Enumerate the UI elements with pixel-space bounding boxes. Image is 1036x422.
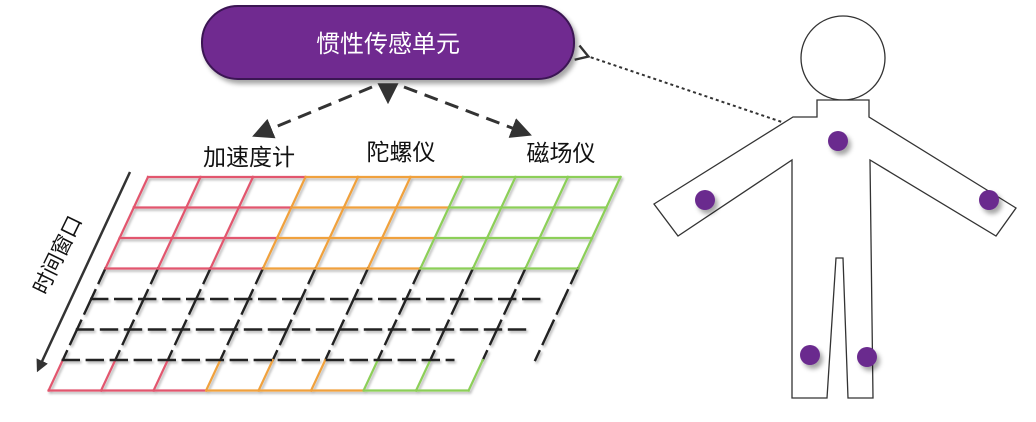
grid-vline: [337, 297, 356, 332]
grid-vline: [113, 327, 132, 362]
grid-vline: [75, 297, 93, 332]
grid-vline: [261, 236, 279, 270]
grid-vline: [562, 266, 580, 301]
grid-vline: [132, 175, 150, 209]
grid-vline: [223, 206, 241, 240]
sensor-dot-right-wrist: [979, 190, 999, 210]
title-pill: [201, 5, 575, 80]
grid-vline: [418, 236, 437, 270]
grid-vline: [362, 358, 380, 392]
grid-vline: [275, 206, 293, 240]
sensor-dot-left-wrist: [695, 190, 715, 210]
grid-vline: [313, 236, 332, 270]
grid-vline: [376, 327, 394, 362]
grid-vline: [590, 206, 608, 240]
grid-vline: [404, 266, 422, 301]
grid-vline: [538, 206, 556, 240]
sensor-dot-right-ankle: [857, 347, 877, 367]
grid-vline: [495, 297, 513, 332]
grid-vline: [299, 266, 317, 301]
grid-vline: [576, 236, 594, 270]
grid-vline: [457, 266, 475, 301]
grid-vline: [380, 206, 398, 240]
grid-vline: [442, 297, 461, 332]
grid-vline: [471, 236, 489, 270]
grid-vline: [352, 266, 370, 301]
grid-vline: [232, 297, 251, 332]
sensor-label-gyroscope: 陀螺仪: [367, 140, 436, 166]
grid-vline: [208, 236, 227, 270]
grid-vline: [447, 175, 465, 209]
grid-vline: [366, 236, 384, 270]
grid-vline: [118, 206, 136, 240]
grid-vline: [509, 266, 527, 301]
grid-vline: [257, 358, 275, 392]
grid-vline: [194, 266, 212, 301]
arrow-to-magnetometer: [403, 85, 532, 138]
grid-vline: [414, 358, 432, 392]
grid-vline: [237, 175, 255, 209]
grid-vline: [309, 358, 327, 392]
sensor-dot-left-ankle: [800, 345, 820, 365]
grid-vline: [433, 206, 451, 240]
sensor-dot-chest: [828, 131, 848, 151]
grid-vline: [142, 266, 160, 301]
grid-vline: [180, 297, 198, 332]
grid-vline: [247, 266, 265, 301]
grid-vline: [394, 175, 412, 209]
grid-vline: [170, 206, 188, 240]
grid-vline: [390, 297, 408, 332]
grid-vline: [204, 358, 222, 392]
sensor-data-grid: [47, 175, 622, 392]
time-axis-arrow: [36, 171, 132, 373]
grid-vline: [103, 236, 122, 270]
grid-vline: [184, 175, 202, 209]
grid-vline: [467, 358, 485, 392]
grid-vline: [89, 266, 107, 301]
grid-vline: [166, 327, 184, 362]
grid-vline: [552, 175, 570, 209]
grid-vline: [342, 175, 360, 209]
grid-vline: [99, 358, 117, 392]
grid-vline: [485, 206, 503, 240]
grid-vline: [156, 236, 174, 270]
grid-vline: [289, 175, 307, 209]
grid-vline: [218, 327, 237, 362]
grid-vline: [152, 358, 170, 392]
grid-vline: [604, 175, 622, 209]
grid-vline: [323, 327, 342, 362]
grid-vline: [481, 327, 499, 362]
grid-vline: [271, 327, 289, 362]
grid-vline: [428, 327, 447, 362]
title-node: [201, 5, 575, 80]
grid-vline: [285, 297, 303, 332]
grid-vline: [523, 236, 542, 270]
sensor-dots: [695, 131, 999, 367]
grid-vline: [127, 297, 146, 332]
human-figure: [653, 15, 1017, 399]
grid-vline: [47, 358, 65, 392]
grid-vline: [547, 297, 566, 332]
grid-vline: [533, 327, 552, 362]
arrow-to-accelerometer: [252, 85, 373, 139]
sensor-label-accelerometer: 加速度计: [203, 145, 295, 171]
sensor-label-magnetometer: 磁场仪: [527, 141, 596, 167]
title-label: 惯性传感单元: [316, 30, 460, 58]
grid-vline: [499, 175, 517, 209]
grid-vline: [61, 327, 79, 362]
human-head: [800, 15, 886, 101]
grid-vline: [328, 206, 346, 240]
